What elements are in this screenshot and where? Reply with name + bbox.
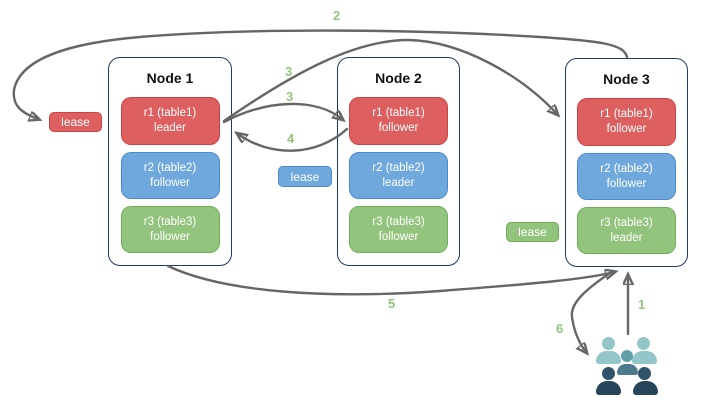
lease-badge-label: lease bbox=[518, 225, 547, 239]
range-r3-node2: r3 (table3) follower bbox=[349, 206, 448, 253]
range-r2-node2: r2 (table2) leader bbox=[349, 152, 448, 199]
range-r1-node2: r1 (table1) follower bbox=[349, 97, 448, 145]
lease-badge-r1: lease bbox=[49, 112, 102, 132]
node-1: Node 1 r1 (table1) leader r2 (table2) fo… bbox=[108, 57, 232, 266]
users-group-icon bbox=[595, 336, 661, 398]
step-label-2: 2 bbox=[333, 8, 341, 23]
node-title: Node 3 bbox=[603, 71, 650, 87]
range-role: follower bbox=[606, 177, 647, 190]
range-role: leader bbox=[610, 231, 643, 244]
arrow-step3-node1-to-node2 bbox=[222, 102, 342, 124]
range-role: follower bbox=[150, 230, 190, 243]
range-label: r2 (table2) bbox=[600, 162, 653, 175]
lease-badge-r3: lease bbox=[506, 222, 559, 242]
lease-badge-label: lease bbox=[290, 169, 320, 184]
range-label: r3 (table3) bbox=[600, 216, 653, 229]
lease-badge-label: lease bbox=[61, 115, 90, 129]
arrow-step2-node3-to-lease1 bbox=[12, 29, 629, 119]
step-label-6: 6 bbox=[556, 321, 564, 336]
range-label: r3 (table3) bbox=[372, 215, 425, 228]
node-title: Node 1 bbox=[146, 70, 194, 86]
range-role: follower bbox=[378, 122, 419, 134]
lease-badge-r2: lease bbox=[278, 166, 332, 187]
arrow-step5-node1-to-node3 bbox=[166, 264, 614, 296]
step-label-4: 4 bbox=[287, 131, 295, 146]
node-3: Node 3 r1 (table1) follower r2 (table2) … bbox=[565, 58, 688, 267]
range-label: r1 (table1) bbox=[372, 107, 425, 119]
range-label: r1 (table1) bbox=[600, 108, 653, 120]
step-label-3-replicate-node3: 3 bbox=[285, 64, 293, 79]
step-label-3-replicate-node2: 3 bbox=[286, 89, 294, 104]
step-label-1: 1 bbox=[638, 297, 646, 312]
range-r2-node1: r2 (table2) follower bbox=[120, 152, 220, 199]
range-label: r2 (table2) bbox=[143, 161, 197, 174]
range-r3-node1: r3 (table3) follower bbox=[120, 206, 220, 253]
range-role: follower bbox=[378, 230, 419, 243]
range-role: follower bbox=[150, 176, 190, 189]
range-r1-node1: r1 (table1) leader bbox=[120, 97, 220, 145]
range-r3-node3: r3 (table3) leader bbox=[577, 207, 676, 254]
range-label: r2 (table2) bbox=[372, 161, 425, 174]
range-role: follower bbox=[606, 123, 647, 135]
range-label: r3 (table3) bbox=[143, 215, 197, 228]
range-r1-node3: r1 (table1) follower bbox=[577, 98, 676, 146]
step-label-5: 5 bbox=[388, 296, 396, 311]
range-r2-node3: r2 (table2) follower bbox=[577, 153, 676, 200]
range-label: r1 (table1) bbox=[143, 107, 197, 119]
node-2: Node 2 r1 (table1) follower r2 (table2) … bbox=[337, 57, 460, 266]
range-role: leader bbox=[154, 122, 186, 134]
range-role: leader bbox=[382, 176, 415, 189]
node-title: Node 2 bbox=[375, 70, 422, 86]
